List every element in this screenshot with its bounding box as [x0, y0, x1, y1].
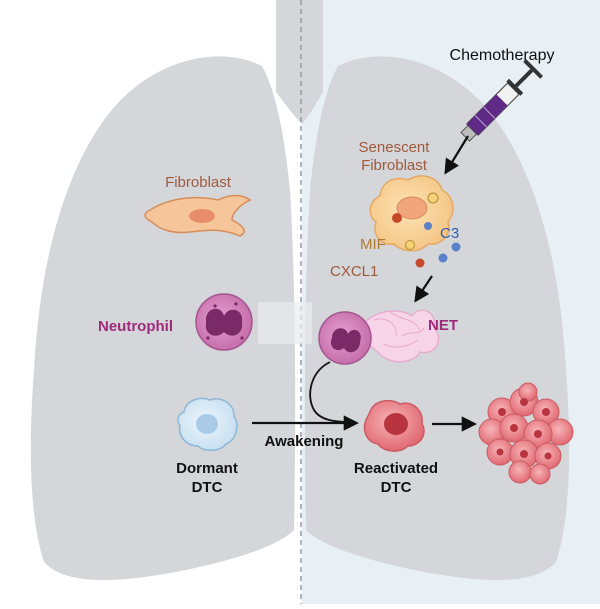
mif-label: MIF — [360, 236, 386, 253]
syringe-icon — [460, 58, 544, 142]
senescent-label-line1: Senescent — [359, 139, 431, 156]
reactivated-label-line2: DTC — [381, 479, 412, 496]
tumor-nuclei — [496, 398, 552, 460]
senescent-label-line2: Fibroblast — [361, 157, 428, 174]
placeholder-box — [258, 302, 312, 344]
fibroblast-cell — [144, 194, 252, 237]
chemo-arrow — [444, 135, 469, 175]
secreted-factors — [405, 240, 461, 268]
net-connector-line — [309, 361, 351, 423]
reactivated-dtc-cell — [363, 399, 425, 452]
fibroblast-label: Fibroblast — [165, 174, 232, 191]
chemotherapy-label: Chemotherapy — [450, 47, 555, 64]
c3-label: C3 — [440, 225, 459, 242]
cxcl1-label: CXCL1 — [330, 263, 378, 280]
reactivated-label-line1: Reactivated — [354, 460, 438, 477]
dormant-label-line1: Dormant — [176, 460, 238, 477]
neutrophil-cell — [195, 293, 253, 351]
net-neutrophil-cell — [318, 309, 439, 365]
net-arrow — [414, 275, 433, 303]
senescent-fibroblast-cell — [369, 175, 454, 252]
dormant-label-line2: DTC — [192, 479, 223, 496]
neutrophil-label: Neutrophil — [98, 318, 173, 335]
trachea — [276, 0, 323, 124]
net-label: NET — [428, 317, 458, 334]
dormant-dtc-cell — [177, 397, 238, 451]
left-lung — [30, 56, 296, 581]
awakening-label: Awakening — [265, 433, 344, 450]
